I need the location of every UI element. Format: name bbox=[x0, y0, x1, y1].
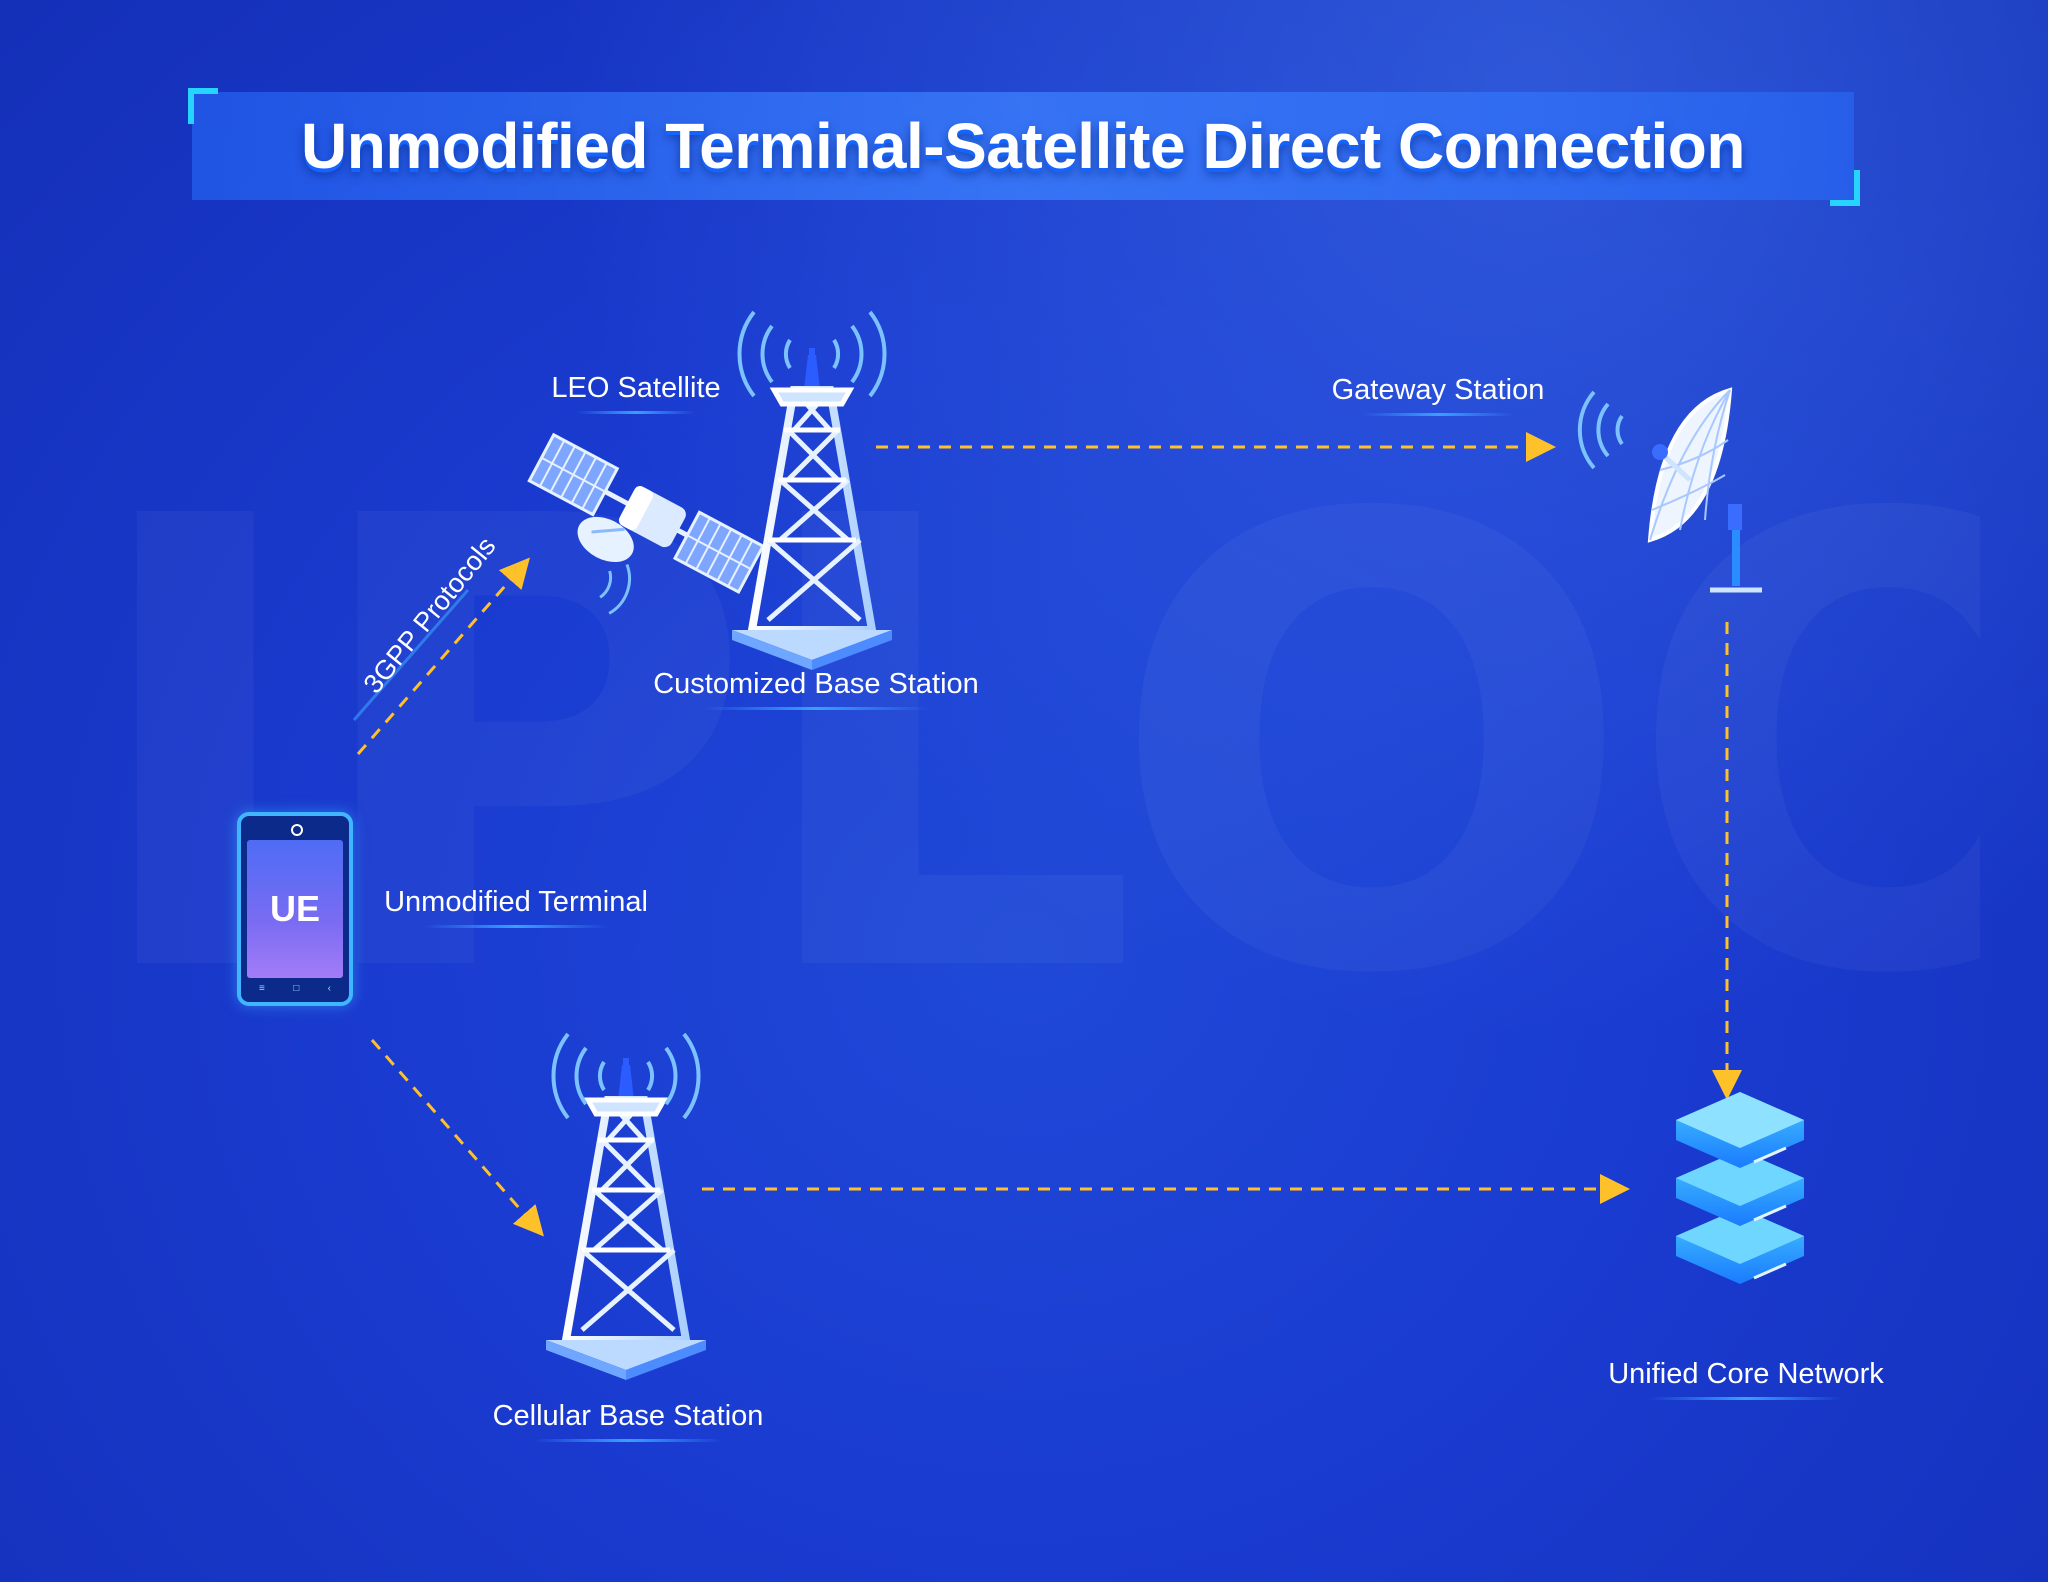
satellite-icon bbox=[527, 432, 766, 595]
satellite-dish-icon bbox=[1647, 387, 1762, 593]
page-title: Unmodified Terminal-Satellite Direct Con… bbox=[301, 110, 1745, 182]
unmodified-terminal-label: Unmodified Terminal bbox=[384, 886, 648, 928]
satellite-signal-icon bbox=[599, 563, 631, 615]
unified-core-network-label: Unified Core Network bbox=[1608, 1358, 1884, 1400]
customized-base-station-label: Customized Base Station bbox=[653, 668, 979, 710]
leo-satellite-label: LEO Satellite bbox=[551, 372, 721, 414]
back-icon: ‹ bbox=[327, 983, 331, 994]
title-corner-bottom-right bbox=[1830, 170, 1860, 206]
arrow-terminal-to-cellular bbox=[370, 1039, 544, 1237]
title-corner-top-left bbox=[188, 88, 218, 124]
terminal-screen-label: UE bbox=[247, 840, 343, 978]
cellular-base-station-label: Cellular Base Station bbox=[493, 1400, 763, 1442]
smartphone-icon: UE ≡ □ ‹ bbox=[237, 812, 353, 1006]
protocol-underline bbox=[352, 589, 470, 721]
server-stack-icon bbox=[1676, 1092, 1804, 1284]
camera-icon bbox=[291, 824, 303, 836]
arrow-terminal-to-satellite bbox=[356, 557, 530, 755]
gateway-signal-icon bbox=[1577, 390, 1624, 470]
home-icon: □ bbox=[293, 983, 300, 994]
title-banner bbox=[192, 92, 1854, 200]
phone-nav-bar: ≡ □ ‹ bbox=[259, 984, 331, 994]
cellular-tower-icon bbox=[546, 1058, 706, 1380]
gateway-station-label: Gateway Station bbox=[1332, 374, 1544, 416]
customized-tower-icon bbox=[732, 348, 892, 670]
menu-icon: ≡ bbox=[259, 983, 265, 994]
